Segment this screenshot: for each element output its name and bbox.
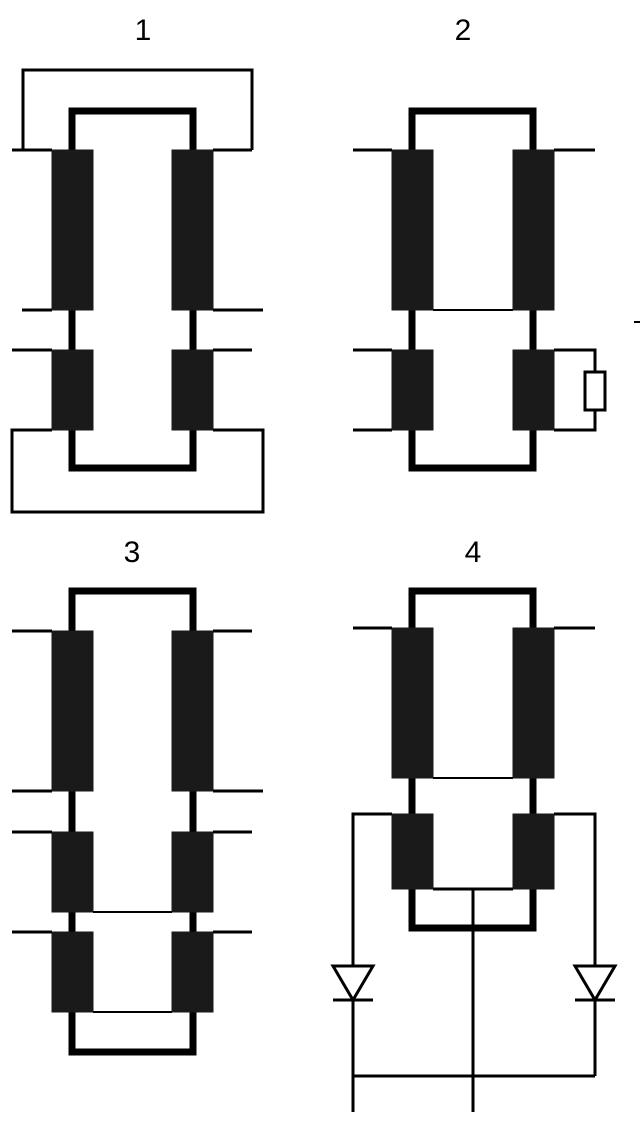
panel-1-lead-wires [12,308,263,352]
panel-4-right-primary-coil [512,627,555,779]
panel-3-core [68,587,197,1056]
panel-4-left-diode [330,964,376,1003]
panel-3-left-secondary-coil-1 [51,831,94,913]
panel-4-centre-tap-wire [433,887,513,1112]
panel-4-right-secondary-coil [512,813,555,890]
panel-4: 4 [330,536,618,1112]
panel-2-left-secondary-coil [391,349,434,431]
panel-2-lead-wires [353,148,595,432]
panel-1-label: 1 [135,14,152,47]
panel-4-rectifier-wires [351,812,597,1112]
panel-2-right-primary-coil [512,149,555,311]
panel-1-left-secondary-coil [51,349,94,431]
panel-2-right-secondary-coil [512,349,555,431]
panel-3: 3 [12,536,263,1056]
panel-1: 1 [10,14,265,514]
panel-2: 2 [353,14,640,472]
panel-2-left-primary-coil [391,149,434,311]
panel-2-label: 2 [455,14,472,47]
panel-1-bottom-link-wire [10,428,265,514]
panel-3-label: 3 [124,536,141,569]
panel-4-label: 4 [465,536,482,569]
panel-3-series-link-wires [93,911,172,1013]
panel-1-top-link-wire [12,68,254,152]
panel-1-right-secondary-coil [171,349,214,431]
panel-3-right-secondary-coil-2 [171,931,214,1013]
panel-4-left-primary-coil [391,627,434,779]
panel-3-left-primary-coil [51,630,94,792]
panel-2-load-wire [554,348,597,432]
panel-2-load-resistor [583,370,607,412]
panel-4-right-diode [572,964,618,1003]
panel-3-right-secondary-coil-1 [171,831,214,913]
panel-1-left-primary-coil [51,149,94,311]
panel-4-left-secondary-coil [391,813,434,890]
panel-1-right-primary-coil [171,149,214,311]
panel-3-lead-wires [12,629,263,934]
panel-3-left-secondary-coil-2 [51,931,94,1013]
panel-3-right-primary-coil [171,630,214,792]
